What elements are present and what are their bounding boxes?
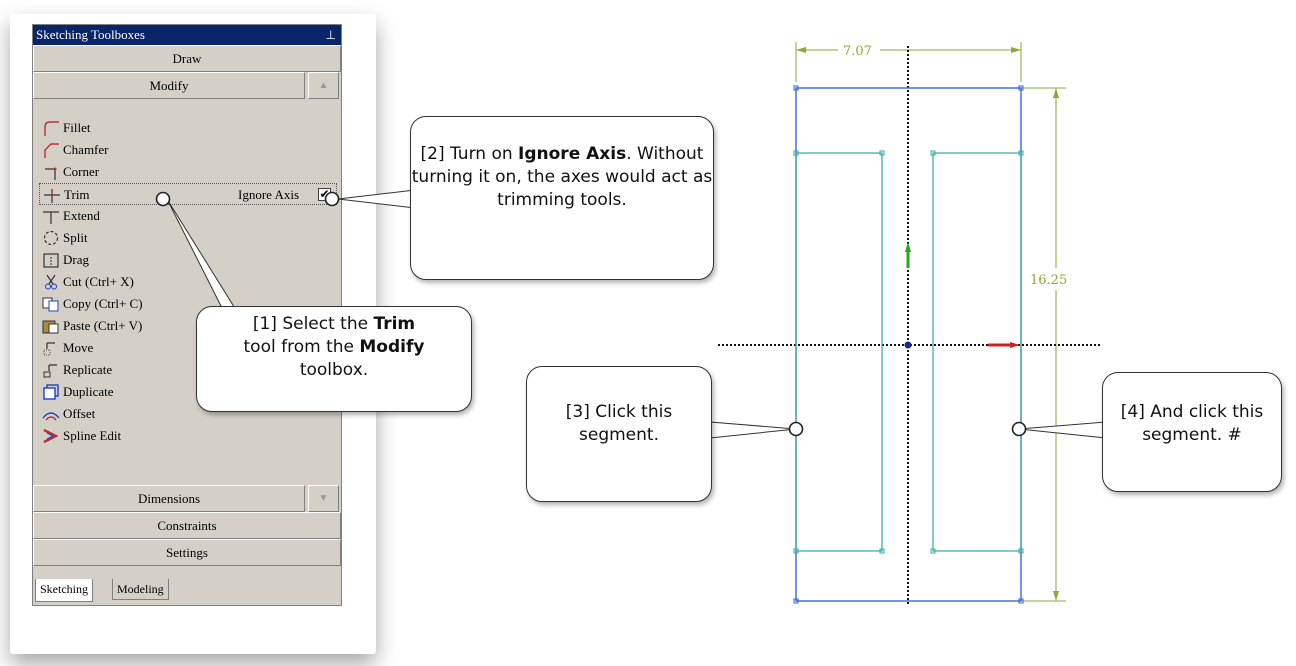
chamfer-icon <box>44 143 59 158</box>
tool-label: Offset <box>63 406 96 421</box>
vertex-markers <box>793 85 1024 604</box>
panel-title-bar: Sketching Toolboxes ⊥ <box>33 25 341 45</box>
tool-label: Corner <box>63 164 100 179</box>
width-dimension <box>795 42 1022 82</box>
tool-paste[interactable]: Paste (Ctrl+ V) <box>39 315 337 337</box>
cut-icon <box>45 274 57 290</box>
tool-replicate[interactable]: Replicate <box>39 359 337 381</box>
replicate-icon <box>43 364 57 378</box>
tool-offset[interactable]: Offset <box>39 403 337 425</box>
spline-edit-icon <box>43 428 59 444</box>
tool-fillet[interactable]: Fillet <box>39 117 337 139</box>
tool-label: Drag <box>63 252 89 267</box>
drag-icon <box>43 253 59 268</box>
callout-1: [1] Select the Trim tool from the Modify… <box>196 306 472 412</box>
x-axis-arrow-icon <box>988 342 1020 348</box>
width-dimension-value[interactable]: 7.07 <box>843 44 872 59</box>
group-constraints-label: Constraints <box>157 518 217 533</box>
tool-label: Trim <box>64 187 90 202</box>
callout-3: [3] Click this segment. <box>526 366 712 502</box>
move-icon <box>43 342 55 356</box>
panel-title: Sketching Toolboxes <box>36 27 145 42</box>
tab-label: Modeling <box>117 582 164 596</box>
callout-leaders <box>166 189 1107 439</box>
left-segment-pick-marker <box>788 421 804 437</box>
tool-drag[interactable]: Drag <box>39 249 337 271</box>
tool-cut[interactable]: Cut (Ctrl+ X) <box>39 271 337 293</box>
group-draw[interactable]: Draw <box>33 45 341 72</box>
scroll-up-button[interactable]: ▲ <box>308 72 339 99</box>
height-dimension <box>1021 87 1066 602</box>
tab-label: Sketching <box>40 582 88 596</box>
tool-label: Replicate <box>63 362 113 377</box>
tool-label: Copy (Ctrl+ C) <box>63 296 143 311</box>
pin-icon[interactable]: ⊥ <box>325 28 336 42</box>
tool-label: Spline Edit <box>63 428 122 443</box>
tool-extend[interactable]: Extend <box>39 205 337 227</box>
trim-icon <box>44 189 60 203</box>
group-modify[interactable]: Modify <box>33 72 305 99</box>
corner-icon <box>45 167 57 180</box>
callout-3-text: [3] Click this segment. <box>565 402 673 445</box>
tab-sketching[interactable]: Sketching <box>35 579 93 602</box>
group-constraints[interactable]: Constraints <box>33 512 341 539</box>
group-dimensions-label: Dimensions <box>137 491 201 506</box>
right-segment-pick-marker <box>1011 421 1027 437</box>
group-dimensions[interactable]: Dimensions <box>33 485 305 512</box>
left-inner-slot[interactable] <box>795 152 883 552</box>
paste-icon <box>42 320 59 334</box>
tool-label: Duplicate <box>63 384 114 399</box>
tab-modeling[interactable]: Modeling <box>112 579 169 600</box>
trim-pick-marker <box>155 191 171 207</box>
callout-2-text: [2] Turn on Ignore Axis. Without turning… <box>411 144 713 210</box>
callout-4: [4] And click this segment. # <box>1102 372 1282 492</box>
group-settings[interactable]: Settings <box>33 539 341 566</box>
tool-label: Fillet <box>63 120 91 135</box>
split-icon <box>43 230 59 246</box>
tool-split[interactable]: Split <box>39 227 337 249</box>
fillet-icon <box>44 121 59 136</box>
tool-copy[interactable]: Copy (Ctrl+ C) <box>39 293 337 315</box>
offset-icon <box>42 412 60 421</box>
tool-move[interactable]: Move <box>39 337 337 359</box>
tool-duplicate[interactable]: Duplicate <box>39 381 337 403</box>
tool-corner[interactable]: Corner <box>39 161 337 183</box>
height-dimension-value[interactable]: 16.25 <box>1030 273 1067 288</box>
callout-1-text: [1] Select the Trim tool from the Modify… <box>243 314 425 380</box>
group-modify-label: Modify <box>149 78 189 93</box>
right-inner-slot[interactable] <box>932 152 1022 552</box>
group-draw-label: Draw <box>172 51 202 66</box>
scroll-down-button[interactable]: ▼ <box>308 485 339 512</box>
extend-icon <box>43 211 59 224</box>
duplicate-icon <box>43 384 59 400</box>
y-axis-arrow-icon <box>905 242 911 268</box>
copy-icon <box>42 297 59 312</box>
tool-label: Cut (Ctrl+ X) <box>63 274 134 289</box>
ignore-axis-pick-marker <box>324 191 340 207</box>
tool-label: Move <box>63 340 94 355</box>
group-settings-label: Settings <box>166 545 208 560</box>
callout-2: [2] Turn on Ignore Axis. Without turning… <box>410 116 714 280</box>
ignore-axis-label: Ignore Axis <box>238 187 300 202</box>
tool-label: Extend <box>63 208 100 223</box>
tool-label: Paste (Ctrl+ V) <box>63 318 143 333</box>
tool-spline-edit[interactable]: Spline Edit <box>39 425 337 447</box>
tool-label: Split <box>63 230 88 245</box>
origin-point[interactable] <box>904 341 912 349</box>
tool-label: Chamfer <box>63 142 109 157</box>
callout-4-text: [4] And click this segment. # <box>1120 402 1264 445</box>
tool-chamfer[interactable]: Chamfer <box>39 139 337 161</box>
